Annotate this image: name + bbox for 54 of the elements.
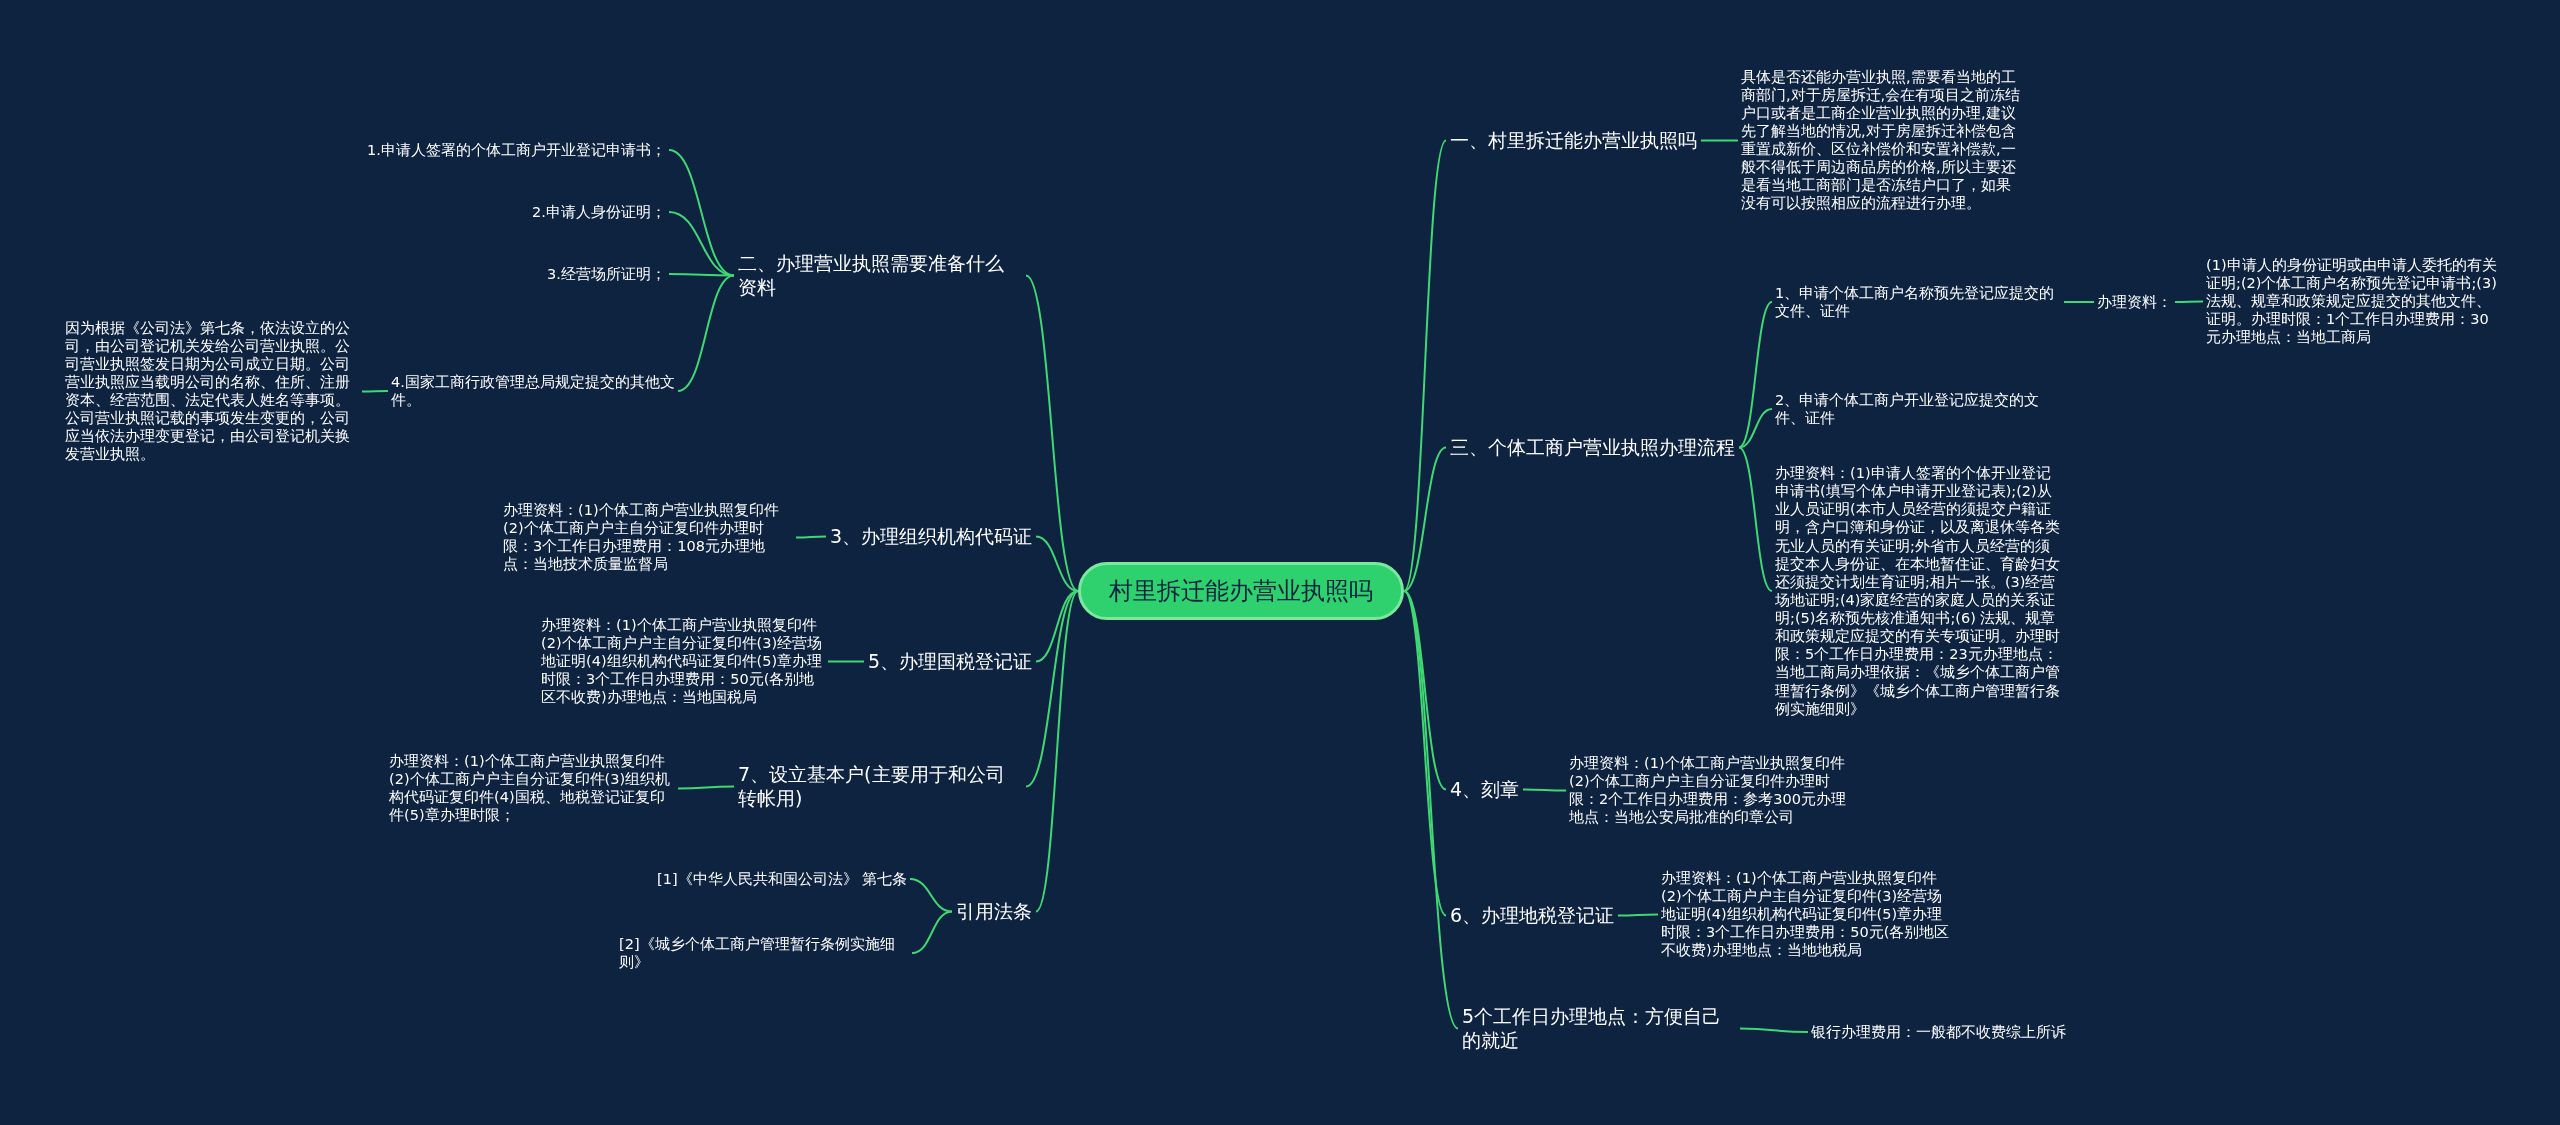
note-text: 办理资料：(1)个体工商户营业执照复印件(2)个体工商户户主自分证复印件(3)组织机构代码证复印件(4)国税、地税登记证复印件(5)章办理时限； (386, 749, 678, 826)
connector-line (1403, 446, 1447, 592)
branch-topic: 6、办理地税登记证 (1446, 900, 1619, 930)
note-text: 1.申请人签署的个体工商户开业登记申请书； (364, 139, 669, 162)
connector-line (1738, 446, 1773, 592)
connector-line (1700, 139, 1739, 142)
connector-line (1025, 590, 1079, 788)
connector-line (1403, 590, 1459, 1030)
note-text: 2、申请个体工商户开业登记应提交的文件、证件 (1772, 389, 2064, 430)
branch-topic: 5个工作日办理地点：方便自己的就近 (1458, 1001, 1740, 1055)
connector-line (677, 274, 735, 392)
note-text: [1]《中华人民共和国公司法》 第七条 (654, 868, 911, 891)
connector-line (827, 660, 865, 663)
connector-line (2063, 301, 2095, 303)
note-text: 2.申请人身份证明； (529, 201, 669, 224)
note-text: 1、申请个体工商户名称预先登记应提交的文件、证件 (1772, 282, 2064, 323)
note-text: 银行办理费用：一般都不收费综上所诉 (1808, 1021, 2069, 1044)
branch-topic: 7、设立基本户(主要用于和公司转帐用) (734, 759, 1026, 813)
connector-line (668, 273, 735, 277)
note-text: 办理资料：(1)个体工商户营业执照复印件(2)个体工商户户主自分证复印件办理时限：3个工作日办理费用：108元办理地点：当地技术质量监督局 (500, 498, 796, 575)
branch-topic: 4、刻章 (1446, 774, 1524, 804)
branch-topic: 引用法条 (952, 896, 1036, 926)
connector-line (909, 878, 953, 913)
connector-line (1025, 274, 1079, 592)
connector-line (1403, 139, 1447, 592)
connector-line (2174, 300, 2204, 303)
connector-line (1522, 788, 1567, 792)
connector-line (1035, 590, 1079, 663)
note-text: [2]《城乡个体工商户管理暂行条例实施细则》 (616, 933, 912, 974)
note-text: 办理资料： (2094, 291, 2175, 314)
connector-line (677, 785, 735, 790)
branch-topic: 三、个体工商户营业执照办理流程 (1446, 432, 1739, 462)
note-text: 因为根据《公司法》第七条，依法设立的公司，由公司登记机关发给公司营业执照。公司营业执照签发日期为公司成立日期。公司营业执照应当载明公司的名称、住所、注册资本、经营范围、法定代表人姓名等事项。公司营业执照记载的事项发生变更的，公司应当依法办理变更登记，由公司登记机关换发营业执照。 (62, 316, 362, 466)
note-text: 4.国家工商行政管理总局规定提交的其他文件。 (388, 371, 678, 412)
branch-topic: 二、办理营业执照需要准备什么资料 (734, 248, 1026, 302)
note-text: 具体是否还能办营业执照,需要看当地的工商部门,对于房屋拆迁,会在有项目之前冻结户口或者是工商企业营业执照的办理,建议先了解当地的情况,对于房屋拆迁补偿包含重置成新价、区位补偿价和安置补偿款,一般不得低于周边商品房的价格,所以主要还是看当地工商部门是否冻结户口了，如果没有可以按照相应的流程进行办理。 (1738, 65, 2026, 215)
note-text: 办理资料：(1)申请人签署的个体开业登记申请书(填写个体户申请开业登记表);(2)从业人员证明(本市人员经营的须提交户籍证明，含户口簿和身份证，以及离退休等各类无业人员的有关证明;外省市人员经营的须提交本人身份证、在本地暂住证、育龄妇女还须提交计划生育证明;相片一张。(3)经营场地证明;(4)家庭经营的家庭人员的关系证明;(5)名称预先核准通知书;(6) 法规、规章和政策规定应提交的有关专项证明。办理时限：5个工作日办理费用：23元办理地点：当地工商局办理依据：《城乡个体工商户管理暂行条例》《城乡个体工商户管理暂行条例实施细则》 (1772, 462, 2064, 720)
connector-line (1617, 913, 1659, 917)
note-text: (1)申请人的身份证明或由申请人委托的有关证明;(2)个体工商户名称预先登记申请书;(3)法规、规章和政策规定应提交的其他文件、证明。办理时限：1个工作日办理费用：30元办理地点：当地工商局 (2203, 253, 2503, 349)
connector-line (1738, 408, 1773, 449)
connector-line (361, 390, 389, 393)
branch-topic: 3、办理组织机构代码证 (826, 521, 1037, 551)
connector-line (795, 535, 827, 539)
connector-line (911, 910, 953, 954)
connector-line (1739, 1027, 1809, 1033)
connector-line (1738, 301, 1773, 449)
note-text: 办理资料：(1)个体工商户营业执照复印件(2)个体工商户户主自分证复印件(3)经营场地证明(4)组织机构代码证复印件(5)章办理时限：3个工作日办理费用：50元(各别地区不收费)办理地点：当地地税局 (1658, 866, 1954, 962)
branch-topic: 5、办理国税登记证 (864, 646, 1037, 676)
branch-topic: 一、村里拆迁能办营业执照吗 (1446, 125, 1701, 155)
note-text: 办理资料：(1)个体工商户营业执照复印件(2)个体工商户户主自分证复印件(3)经营场地证明(4)组织机构代码证复印件(5)章办理时限：3个工作日办理费用：50元(各别地区不收费)办理地点：当地国税局 (538, 613, 828, 709)
note-text: 办理资料：(1)个体工商户营业执照复印件(2)个体工商户户主自分证复印件办理时限：2个工作日办理费用：参考300元办理地点：当地公安局批准的印章公司 (1566, 751, 1862, 828)
central-topic: 村里拆迁能办营业执照吗 (1078, 562, 1404, 620)
connector-line (1035, 590, 1079, 913)
note-text: 3.经营场所证明； (544, 263, 669, 286)
